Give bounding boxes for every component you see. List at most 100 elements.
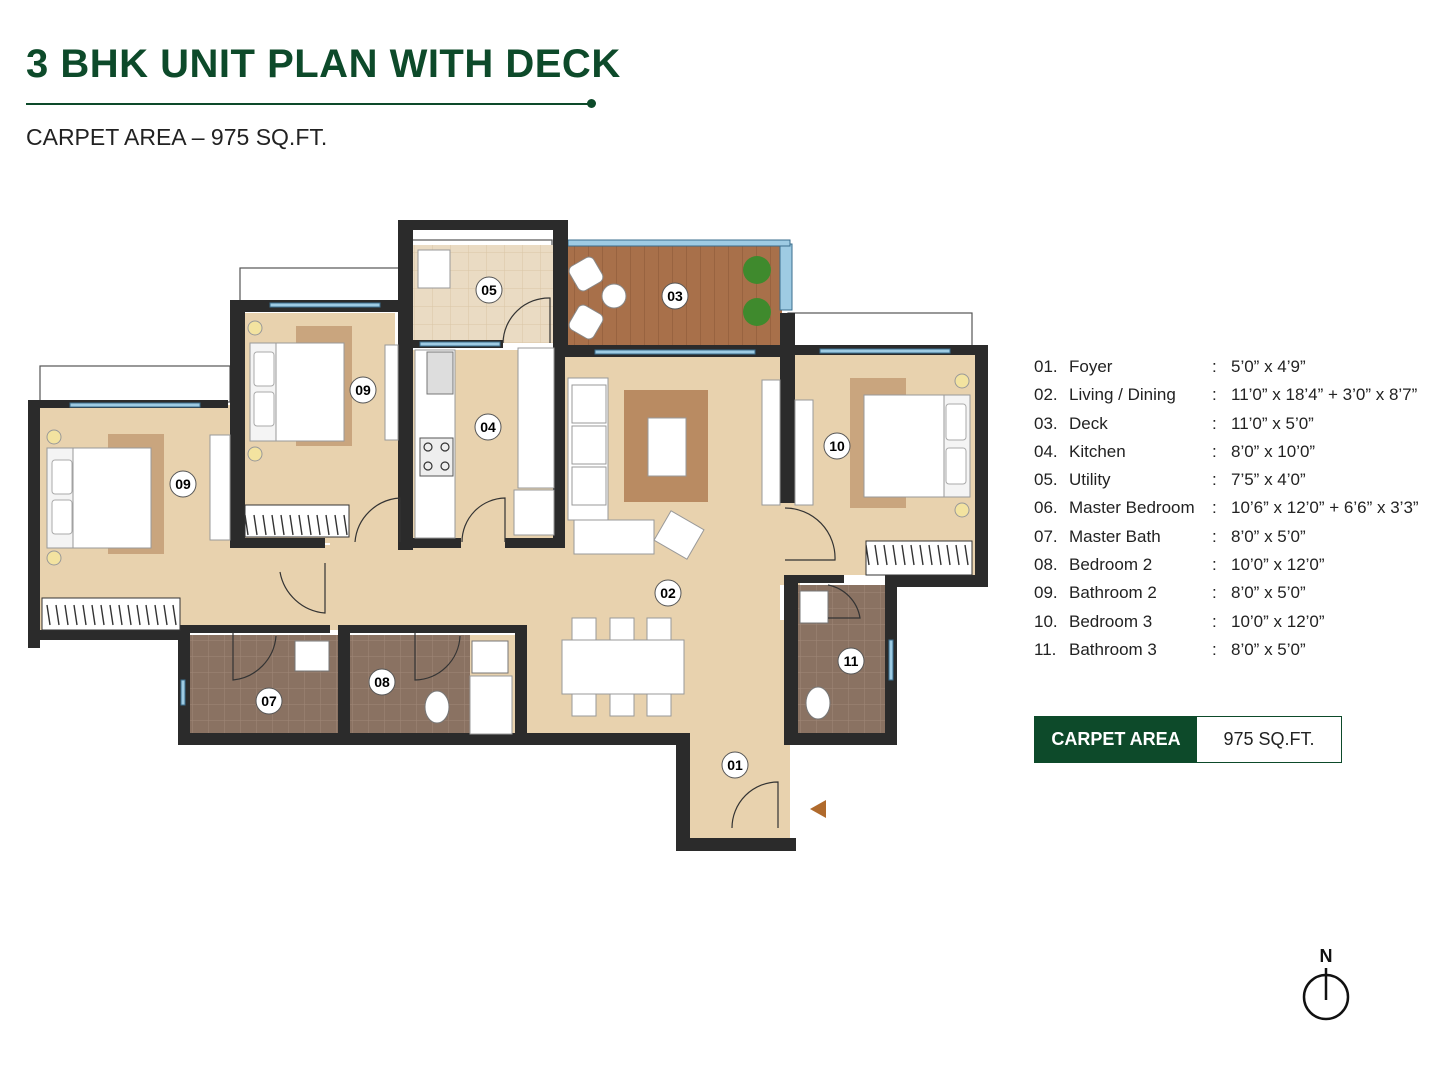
legend-colon: : [1212,385,1217,405]
bed [863,373,971,518]
legend-row: 10. Bedroom 3:10’0” x 12’0” [1034,608,1444,636]
room-label: 04 [480,419,496,435]
title-underline-dot [587,99,596,108]
page-title: 3 BHK UNIT PLAN WITH DECK [26,42,621,86]
legend-dimensions: 8’0” x 10’0” [1231,441,1316,461]
washing-machine [417,249,451,289]
legend-number: 01. [1034,357,1058,376]
legend-row: 03.Deck:11’0” x 5’0” [1034,410,1444,438]
legend-row: 05.Utility:7’5” x 4’0” [1034,466,1444,494]
kitchen-counter [517,347,555,489]
bed [46,429,152,566]
legend-number: 04. [1034,441,1058,461]
wardrobe [41,597,181,631]
room-labels: 01 02 03 04 05 07 08 09 09 10 11 [169,276,865,779]
wardrobe [244,504,350,538]
carpet-area-value: 975 SQ.FT. [1223,729,1315,749]
legend-number: 06. [1034,498,1058,518]
carpet-area-box: CARPET AREA 975 SQ.FT. [1034,716,1342,763]
legend-colon: : [1212,611,1217,631]
room-legend: 01.Foyer:5’0” x 4’9”02.Living / Dining:1… [1034,353,1444,664]
label-04: 04 [474,413,502,441]
room-label: 09 [355,382,371,398]
label-08: 08 [368,668,396,696]
legend-room-name: Bedroom 2 [1069,555,1153,575]
legend-room-name: Bathroom 3 [1069,639,1157,659]
room-label: 05 [481,282,497,298]
legend-room-name: Master Bath [1069,526,1161,546]
legend-dimensions: 10’6” x 12’0” + 6’6” x 3’3” [1231,498,1419,518]
sink-icon [426,351,454,395]
legend-row: 06. Master Bedroom:10’6” x 12’0” + 6’6” x… [1034,494,1444,522]
cabinet [794,399,814,506]
label-07: 07 [255,687,283,715]
compass-label: N [1320,946,1333,966]
legend-row: 11. Bathroom 3:8’0” x 5’0” [1034,636,1444,664]
deck-glass [779,243,793,311]
page-subtitle: CARPET AREA – 975 SQ.FT. [26,124,328,150]
legend-row: 02.Living / Dining:11’0” x 18’4” + 3’0” … [1034,381,1444,409]
room-label: 03 [667,288,683,304]
windows [69,302,951,706]
coffee-table [647,417,687,477]
legend-room-name: Deck [1069,413,1108,433]
legend-number: 03. [1034,413,1058,433]
legend-room-name: Master Bedroom [1069,498,1195,518]
legend-colon: : [1212,413,1217,433]
label-03: 03 [661,282,689,310]
legend-row: 07. Master Bath:8’0” x 5’0” [1034,523,1444,551]
legend-dimensions: 8’0” x 5’0” [1231,526,1306,546]
label-10: 10 [823,432,851,460]
legend-room-name: Living / Dining [1069,385,1176,405]
washbasin-icon [294,590,829,674]
legend-room-name: Foyer [1069,357,1113,376]
label-02: 02 [654,579,682,607]
legend-dimensions: 8’0” x 5’0” [1231,639,1306,659]
door-swings [232,297,861,829]
plant-icon [743,256,771,326]
legend-colon: : [1212,470,1217,490]
carpet-area-label: CARPET AREA [1035,717,1197,762]
legend-dimensions: 10’0” x 12’0” [1231,611,1325,631]
north-compass-icon: N [1302,946,1350,1021]
legend-dimensions: 11’0” x 18’4” + 3’0” x 8’7” [1231,385,1418,405]
cabinet [209,434,231,541]
label-09b: 09 [349,376,377,404]
legend-number: 09. [1034,583,1058,603]
legend-colon: : [1212,498,1217,518]
room-label: 08 [374,674,390,690]
title-underline [26,103,592,105]
legend-colon: : [1212,639,1217,659]
legend-dimensions: 8’0” x 5’0” [1231,583,1306,603]
label-11: 11 [837,647,865,675]
room-label: 10 [829,438,845,454]
legend-dimensions: 7’5” x 4’0” [1231,470,1306,490]
legend-number: 10. [1034,611,1058,631]
legend-colon: : [1212,441,1217,461]
label-05: 05 [475,276,503,304]
deck-chairs [568,256,627,340]
room-label: 01 [727,757,743,773]
fridge [513,489,555,536]
legend-number: 11. [1034,639,1057,659]
legend-row: 09. Bathroom 2:8’0” x 5’0” [1034,579,1444,607]
legend-room-name: Bedroom 3 [1069,611,1153,631]
cabinet [761,379,781,506]
bed [247,320,345,462]
dining-table [561,617,685,717]
legend-room-name: Kitchen [1069,441,1126,461]
legend-number: 07. [1034,526,1058,546]
legend-colon: : [1212,555,1217,575]
floor-plan: 01 02 03 04 05 07 08 09 09 10 11 [28,220,988,851]
legend-colon: : [1212,526,1217,546]
legend-dimensions: 10’0” x 12’0” [1231,555,1325,575]
legend-colon: : [1212,583,1217,603]
room-label: 02 [660,585,676,601]
legend-number: 08. [1034,555,1058,575]
room-label: 09 [175,476,191,492]
label-01: 01 [721,751,749,779]
legend-room-name: Bathroom 2 [1069,583,1157,603]
legend-row: 01.Foyer:5’0” x 4’9” [1034,353,1444,381]
toilet-icon [424,686,831,724]
legend-dimensions: 5’0” x 4’9” [1231,357,1306,376]
